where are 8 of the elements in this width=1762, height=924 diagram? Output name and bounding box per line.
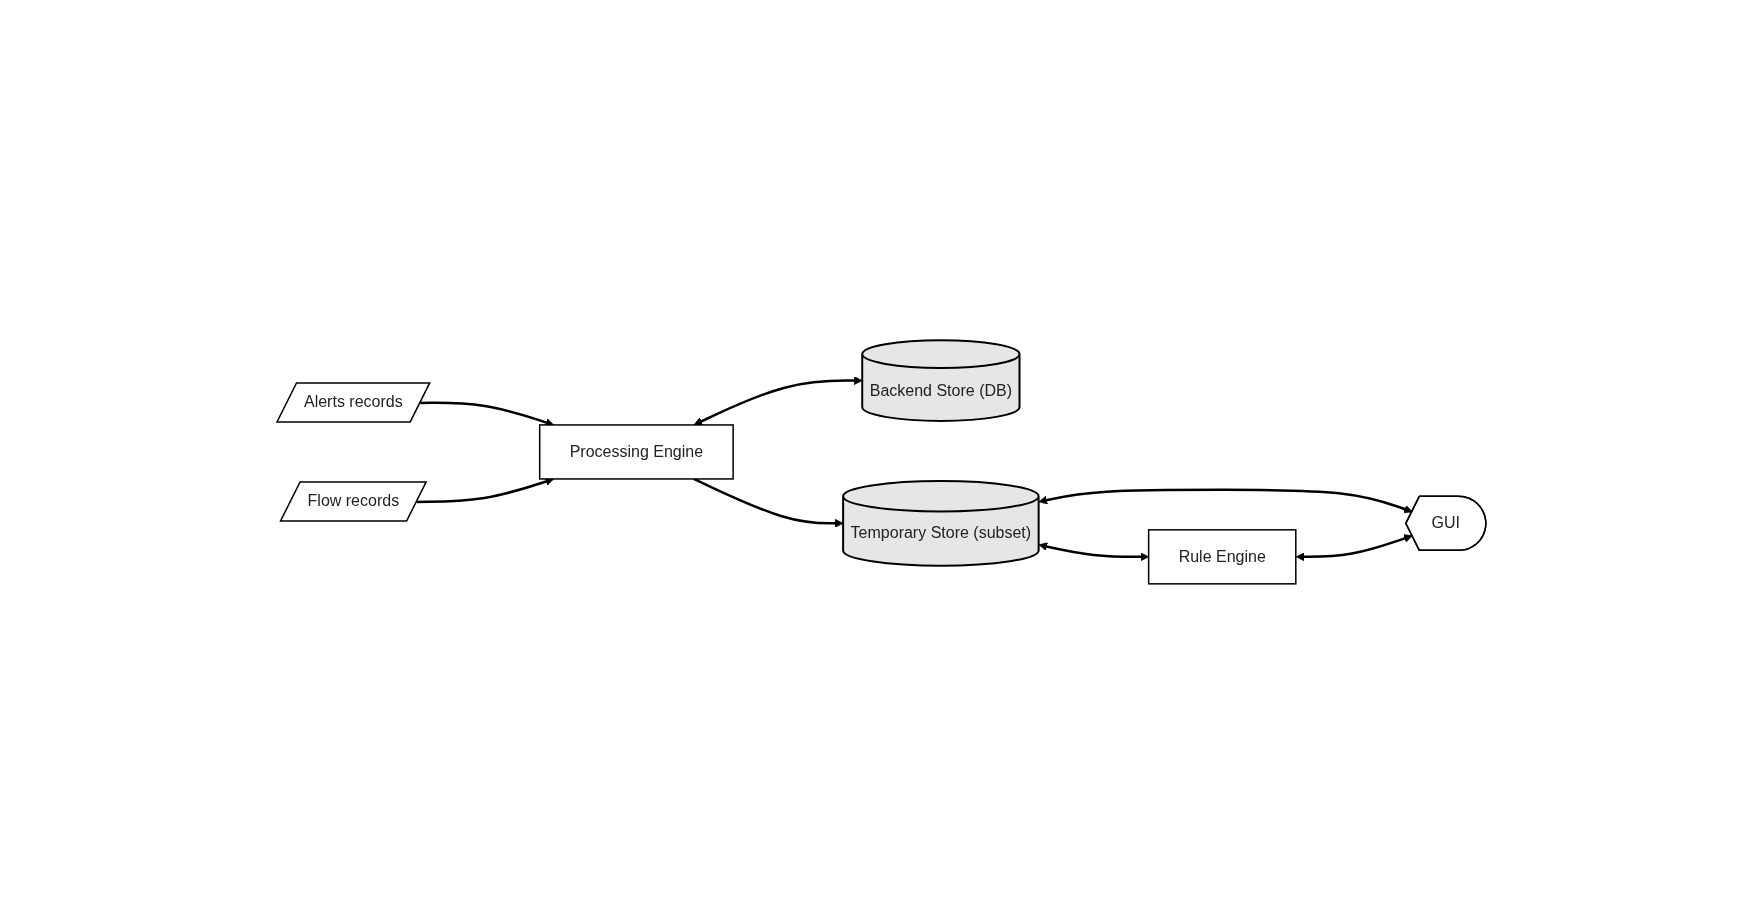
node-box: Processing Engine <box>538 424 734 480</box>
arrow <box>1038 542 1149 562</box>
arrow <box>416 477 554 504</box>
arrow <box>692 477 844 528</box>
node-box: Rule Engine <box>1147 529 1297 585</box>
arrow <box>1295 534 1413 562</box>
arrow <box>1038 488 1413 514</box>
arrow <box>693 376 863 426</box>
